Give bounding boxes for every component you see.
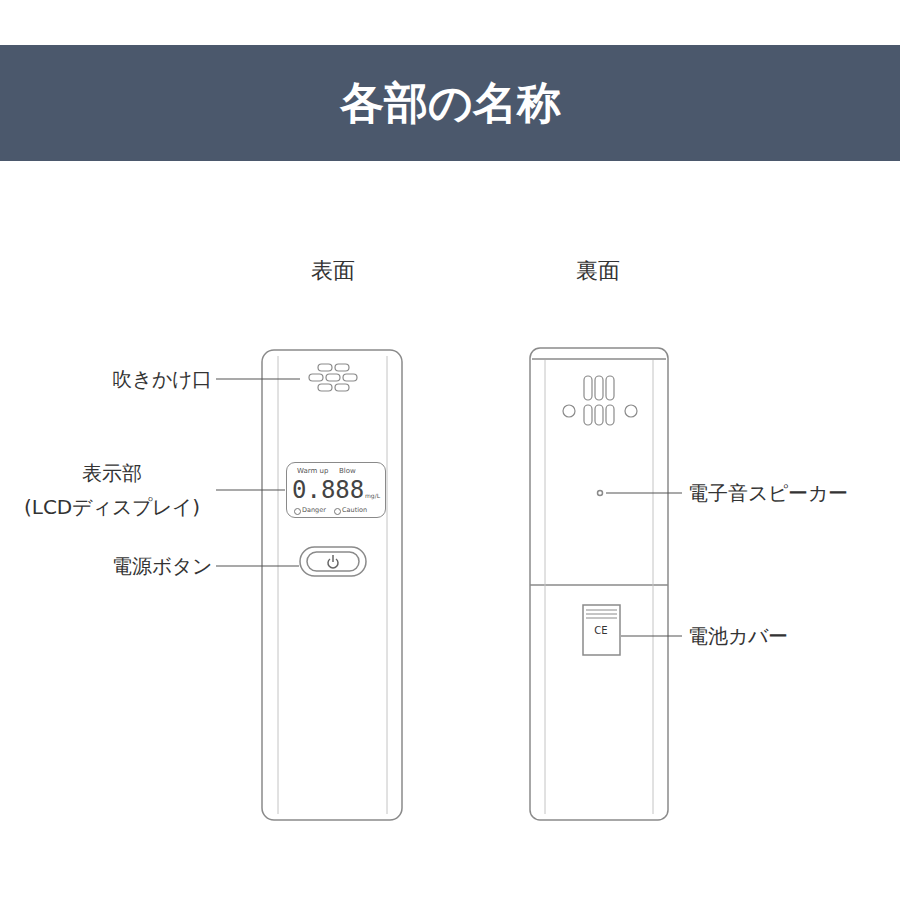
part-name: 吹きかけ口: [112, 366, 212, 393]
back-cap-line: [532, 358, 666, 360]
indicator-dot: [334, 508, 341, 515]
lcd-indicator: Danger: [302, 507, 326, 514]
power-button-outer: [300, 547, 366, 576]
side-heading: 表面: [311, 256, 355, 286]
leader-line: [216, 565, 299, 566]
lcd-display: Warm up Blow 0.888mg/L Danger Caution: [286, 462, 386, 518]
power-button: [307, 552, 359, 571]
part-name: 電池カバー: [688, 623, 788, 650]
front-edge-line: [278, 356, 279, 814]
lcd-reading: 0.888: [292, 478, 364, 502]
back-split-line: [530, 584, 668, 586]
leader-line: [216, 378, 300, 379]
part-name: 表示部 (LCDディスプレイ): [12, 456, 212, 524]
blow-grille: [309, 364, 357, 391]
lcd-indicator: Warm up: [297, 468, 328, 475]
lcd-indicator: Caution: [342, 507, 367, 514]
front-housing: [262, 350, 402, 820]
back-edge-line: [545, 360, 546, 814]
part-name: 電子音スピーカー: [688, 480, 848, 507]
leader-line: [621, 635, 682, 636]
lcd-unit: mg/L: [365, 493, 380, 499]
leader-line: [216, 489, 285, 490]
speaker-slots: [563, 376, 637, 425]
lcd-indicator: Blow: [339, 468, 356, 475]
battery-cover-ribs: [586, 610, 617, 618]
indicator-dot: [294, 508, 301, 515]
front-edge-line: [387, 356, 388, 814]
page-title: 各部の名称: [0, 45, 900, 161]
ce-mark: CE: [594, 625, 607, 636]
battery-cover: [583, 605, 620, 655]
back-housing: [530, 348, 668, 820]
side-heading: 裏面: [576, 256, 620, 286]
speaker-hole: [598, 491, 603, 496]
leader-line: [606, 492, 682, 493]
part-name: 電源ボタン: [112, 553, 212, 580]
back-edge-line: [653, 360, 654, 814]
power-icon: [332, 555, 334, 562]
